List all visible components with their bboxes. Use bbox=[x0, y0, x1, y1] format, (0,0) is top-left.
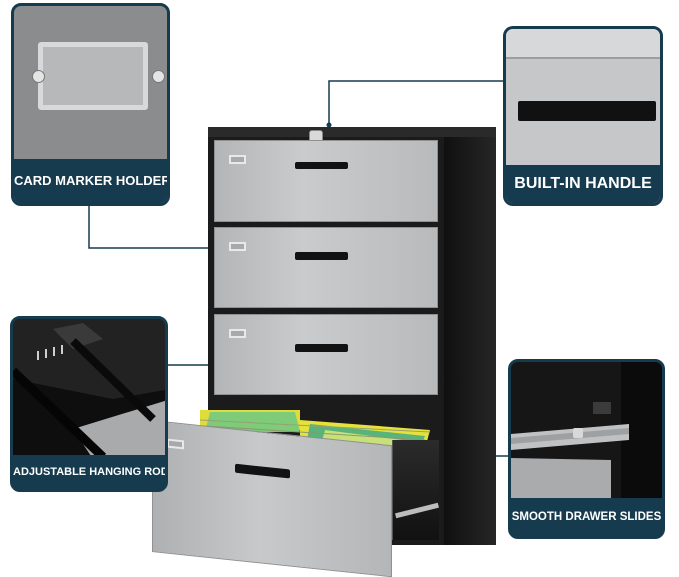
drawer-slide-rail bbox=[392, 440, 439, 540]
card-marker-holder bbox=[229, 329, 246, 338]
drawer-3 bbox=[214, 314, 438, 395]
drawer-slide-closeup bbox=[511, 362, 662, 502]
drawer-handle bbox=[295, 252, 348, 260]
card-marker-holder bbox=[229, 242, 246, 251]
open-drawer-front bbox=[152, 420, 392, 577]
card-holder-closeup bbox=[38, 42, 148, 110]
drawer-1 bbox=[214, 140, 438, 222]
callout-label-smooth-drawer-slides: SMOOTH DRAWER SLIDES bbox=[511, 498, 662, 536]
cabinet-side-panel bbox=[444, 137, 496, 545]
hanging-rod-closeup bbox=[13, 319, 165, 459]
drawer-handle bbox=[295, 162, 348, 169]
callout-smooth-drawer-slides: SMOOTH DRAWER SLIDES bbox=[508, 359, 665, 539]
callout-label-adjustable-hanging-rod: ADJUSTABLE HANGING ROD bbox=[13, 455, 165, 489]
callout-label-card-marker-holder: CARD MARKER HOLDER bbox=[14, 159, 167, 203]
drawer-handle bbox=[235, 463, 290, 479]
handle-closeup bbox=[518, 101, 656, 121]
callout-built-in-handle: BUILT-IN HANDLE bbox=[503, 26, 663, 206]
screw-icon bbox=[152, 70, 165, 83]
cabinet-top-edge bbox=[506, 29, 660, 59]
callout-adjustable-hanging-rod: ADJUSTABLE HANGING ROD bbox=[10, 316, 168, 492]
screw-icon bbox=[32, 70, 45, 83]
drawer-handle bbox=[295, 344, 348, 352]
callout-label-built-in-handle: BUILT-IN HANDLE bbox=[506, 165, 660, 203]
drawer-2 bbox=[214, 227, 438, 308]
card-marker-holder bbox=[229, 155, 246, 164]
callout-card-marker-holder: CARD MARKER HOLDER bbox=[11, 3, 170, 206]
cabinet-top bbox=[208, 127, 496, 139]
filing-cabinet bbox=[152, 127, 496, 577]
card-marker-holder bbox=[167, 438, 184, 450]
